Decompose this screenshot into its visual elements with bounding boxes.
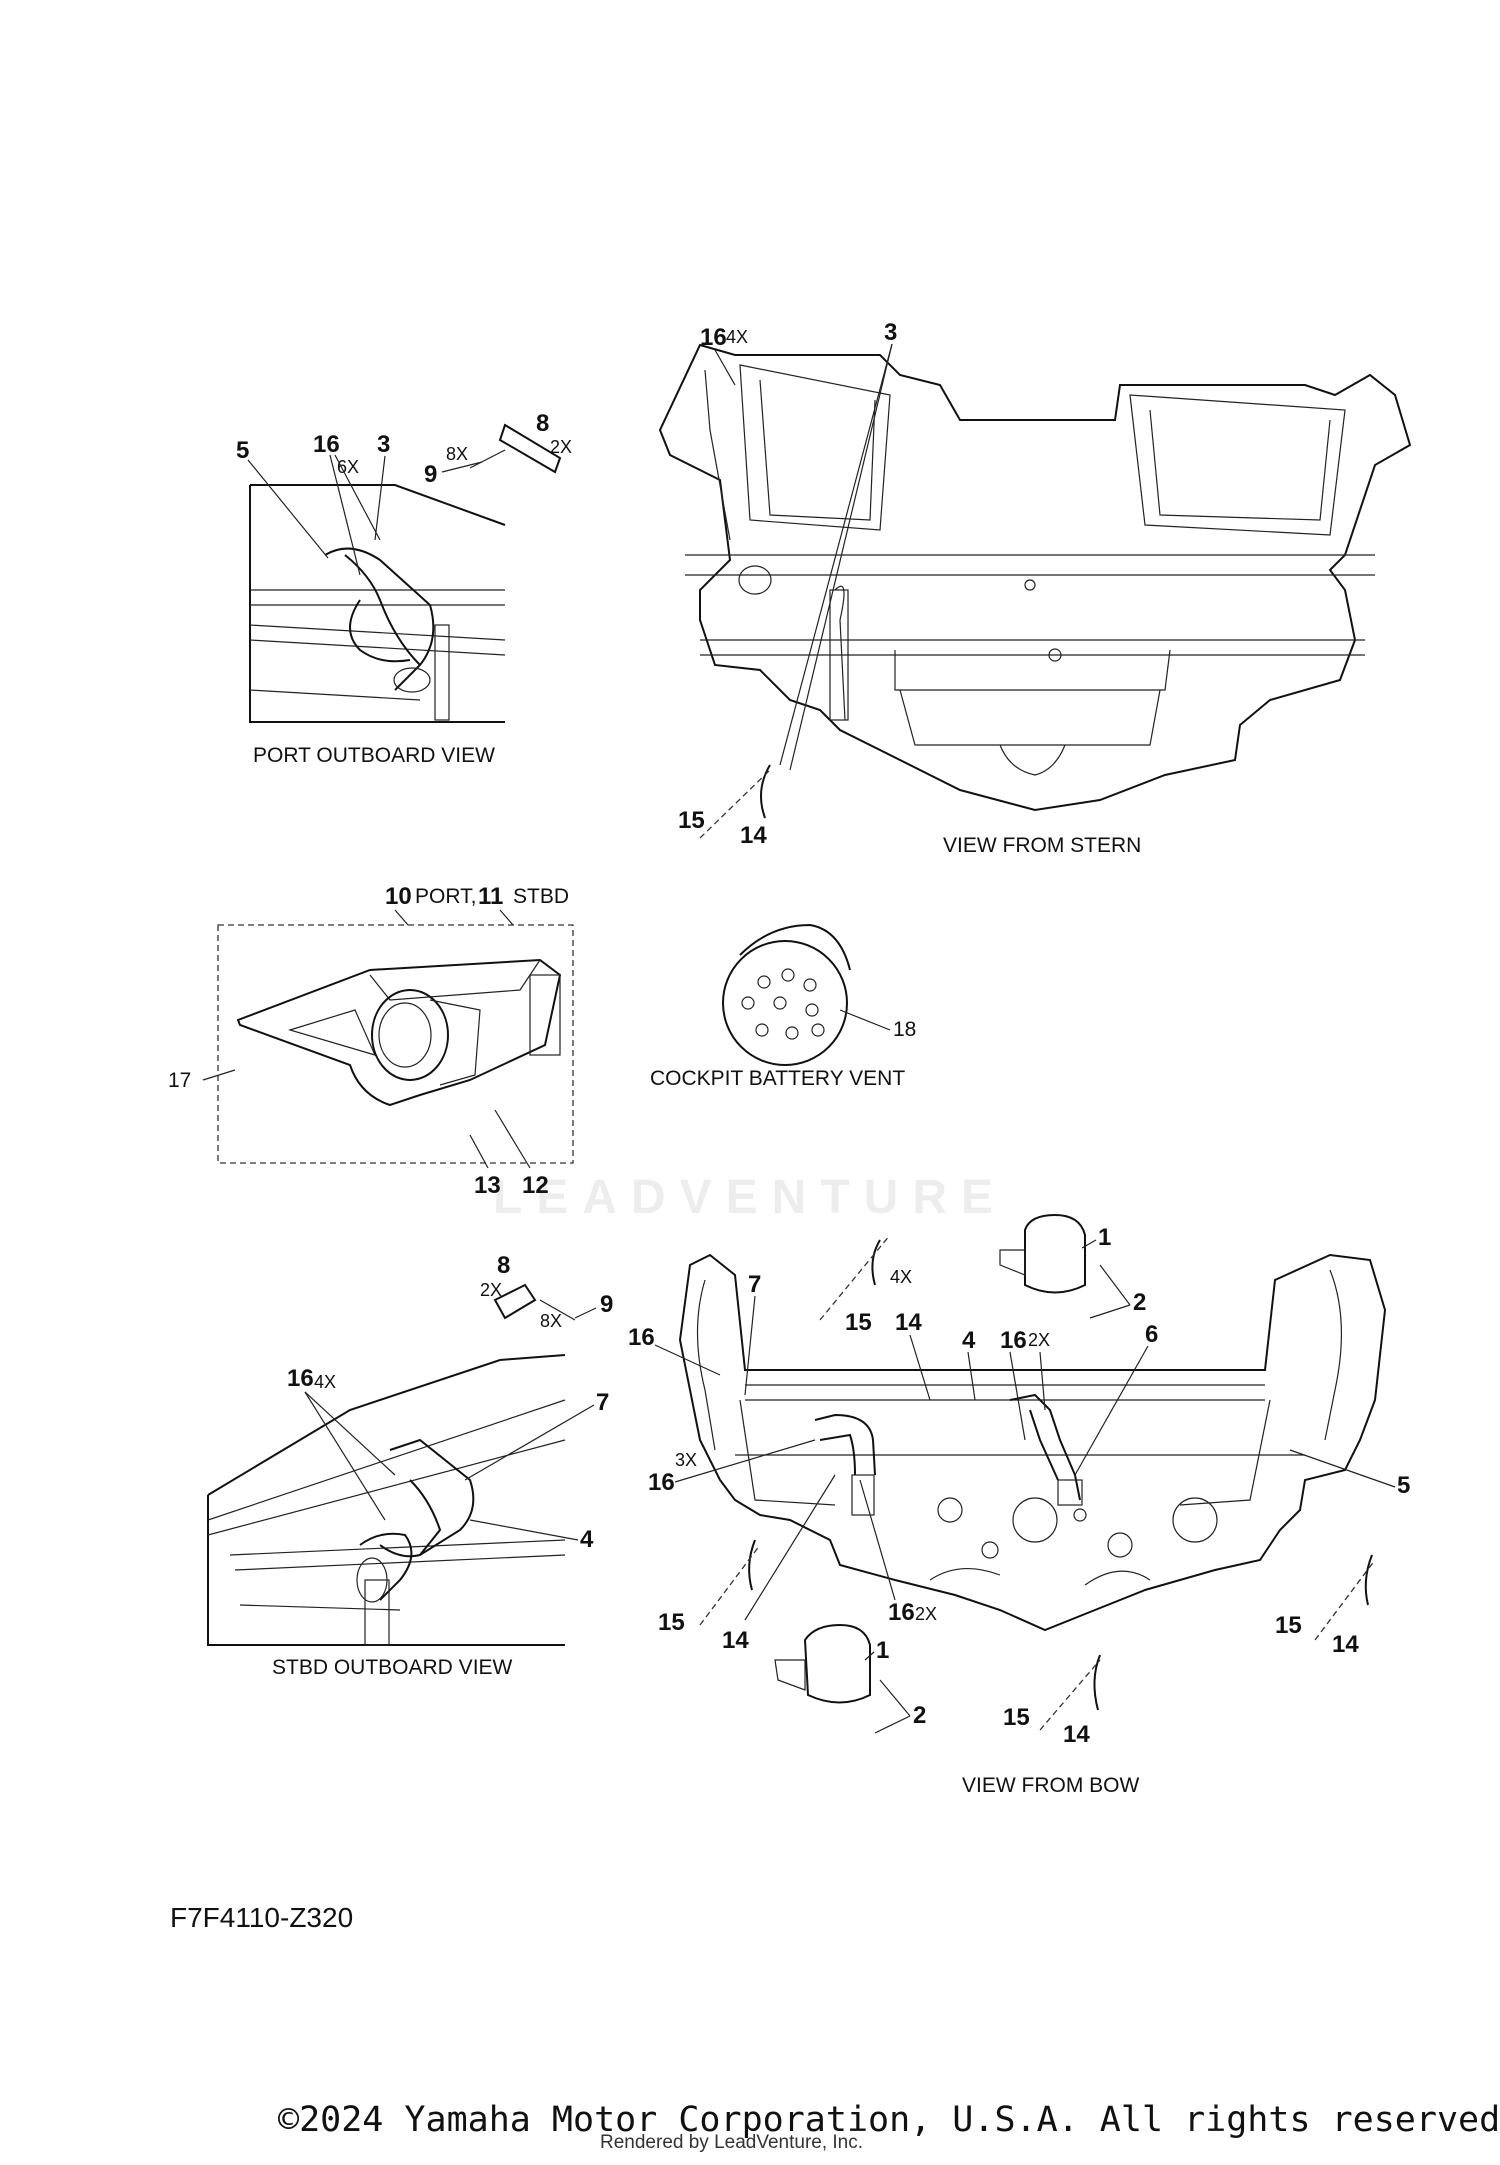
callout-15: 15 bbox=[1003, 1704, 1030, 1731]
callout-18: 18 bbox=[893, 1018, 916, 1041]
callout-4x-qty: 4X bbox=[890, 1267, 912, 1287]
callout-9: 9 bbox=[424, 461, 437, 488]
callout-10-text: PORT, bbox=[415, 885, 476, 908]
callout-16: 16 bbox=[648, 1469, 675, 1496]
rendered-by-notice: Rendered by LeadVenture, Inc. bbox=[600, 2132, 864, 2153]
callout-7: 7 bbox=[596, 1389, 609, 1416]
callout-15: 15 bbox=[658, 1609, 685, 1636]
callout-16: 16 bbox=[287, 1365, 314, 1392]
callout-7: 7 bbox=[748, 1271, 761, 1298]
port-outboard-view-caption: PORT OUTBOARD VIEW bbox=[253, 744, 495, 767]
callout-10: 10 bbox=[385, 883, 412, 910]
callout-8: 8 bbox=[536, 410, 549, 437]
bow-view-callouts: 1 2 4X 15 14 7 16 4 16 2X 6 3X 16 5 15 1… bbox=[628, 1224, 1410, 1797]
callout-16: 16 bbox=[313, 431, 340, 458]
stbd-outboard-view-drawing bbox=[207, 1283, 576, 1646]
callout-13: 13 bbox=[474, 1172, 501, 1199]
callout-4: 4 bbox=[580, 1526, 594, 1553]
callout-17: 17 bbox=[168, 1069, 191, 1092]
air-duct-callouts: 10 PORT, 11 STBD 17 13 12 bbox=[168, 883, 569, 1199]
callout-3: 3 bbox=[884, 319, 897, 346]
stbd-outboard-view-caption: STBD OUTBOARD VIEW bbox=[272, 1656, 513, 1679]
air-duct-drawing bbox=[217, 924, 574, 1164]
callout-16-qty: 4X bbox=[314, 1372, 336, 1392]
battery-vent-caption: COCKPIT BATTERY VENT bbox=[650, 1067, 905, 1090]
callout-12: 12 bbox=[522, 1172, 549, 1199]
callout-9: 9 bbox=[600, 1291, 613, 1318]
callout-15: 15 bbox=[845, 1309, 872, 1336]
port-outboard-view-drawing bbox=[249, 423, 562, 723]
callout-16: 16 bbox=[628, 1324, 655, 1351]
callout-1: 1 bbox=[1098, 1224, 1111, 1251]
battery-vent-drawing bbox=[722, 923, 851, 1066]
callout-11-text: STBD bbox=[513, 885, 569, 908]
callout-6: 6 bbox=[1145, 1321, 1158, 1348]
callout-5: 5 bbox=[236, 437, 249, 464]
callout-2: 2 bbox=[913, 1702, 926, 1729]
callout-16-qty: 6X bbox=[337, 457, 359, 477]
callout-11: 11 bbox=[478, 883, 503, 910]
watermark: LEADVENTURE bbox=[492, 1171, 1008, 1224]
stern-view-callouts: 16 4X 3 15 14 VIEW FROM STERN bbox=[678, 319, 1141, 857]
stern-view-caption: VIEW FROM STERN bbox=[943, 834, 1141, 857]
callout-14: 14 bbox=[1332, 1631, 1359, 1658]
callout-4: 4 bbox=[962, 1327, 976, 1354]
battery-vent-callouts: 18 COCKPIT BATTERY VENT bbox=[650, 1009, 916, 1090]
callout-15: 15 bbox=[678, 807, 705, 834]
stbd-outboard-callouts: 8 2X 8X 9 16 4X 7 4 STBD OUTBOARD VIEW bbox=[272, 1252, 613, 1679]
callout-16: 16 bbox=[700, 324, 727, 351]
callout-14: 14 bbox=[722, 1627, 749, 1654]
bow-view-drawing bbox=[678, 1213, 1387, 1731]
callout-8-qty: 2X bbox=[550, 437, 572, 457]
callout-14: 14 bbox=[1063, 1721, 1090, 1748]
callout-9-qty: 8X bbox=[446, 444, 468, 464]
callout-5: 5 bbox=[1397, 1472, 1410, 1499]
callout-9-qty: 8X bbox=[540, 1311, 562, 1331]
callout-14: 14 bbox=[895, 1309, 922, 1336]
callout-8-qty: 2X bbox=[480, 1280, 502, 1300]
callout-16-qty: 4X bbox=[726, 327, 748, 347]
diagram-code: F7F4110-Z320 bbox=[170, 1902, 354, 1933]
callout-8: 8 bbox=[497, 1252, 510, 1279]
callout-16-qty: 2X bbox=[1028, 1330, 1050, 1350]
callout-3: 3 bbox=[377, 431, 390, 458]
callout-1: 1 bbox=[876, 1637, 889, 1664]
callout-16-qty: 3X bbox=[675, 1450, 697, 1470]
stern-view-drawing bbox=[658, 343, 1412, 839]
callout-2: 2 bbox=[1133, 1289, 1146, 1316]
port-outboard-callouts: 5 16 6X 3 9 8X 8 2X PORT OUTBOARD VIEW bbox=[236, 410, 572, 767]
copyright-notice: ©2024 Yamaha Motor Corporation, U.S.A. A… bbox=[278, 2100, 1500, 2140]
callout-16-qty: 2X bbox=[915, 1604, 937, 1624]
callout-16: 16 bbox=[1000, 1327, 1027, 1354]
bow-view-caption: VIEW FROM BOW bbox=[962, 1774, 1140, 1797]
callout-14: 14 bbox=[740, 822, 767, 849]
callout-15: 15 bbox=[1275, 1612, 1302, 1639]
callout-16: 16 bbox=[888, 1599, 915, 1626]
